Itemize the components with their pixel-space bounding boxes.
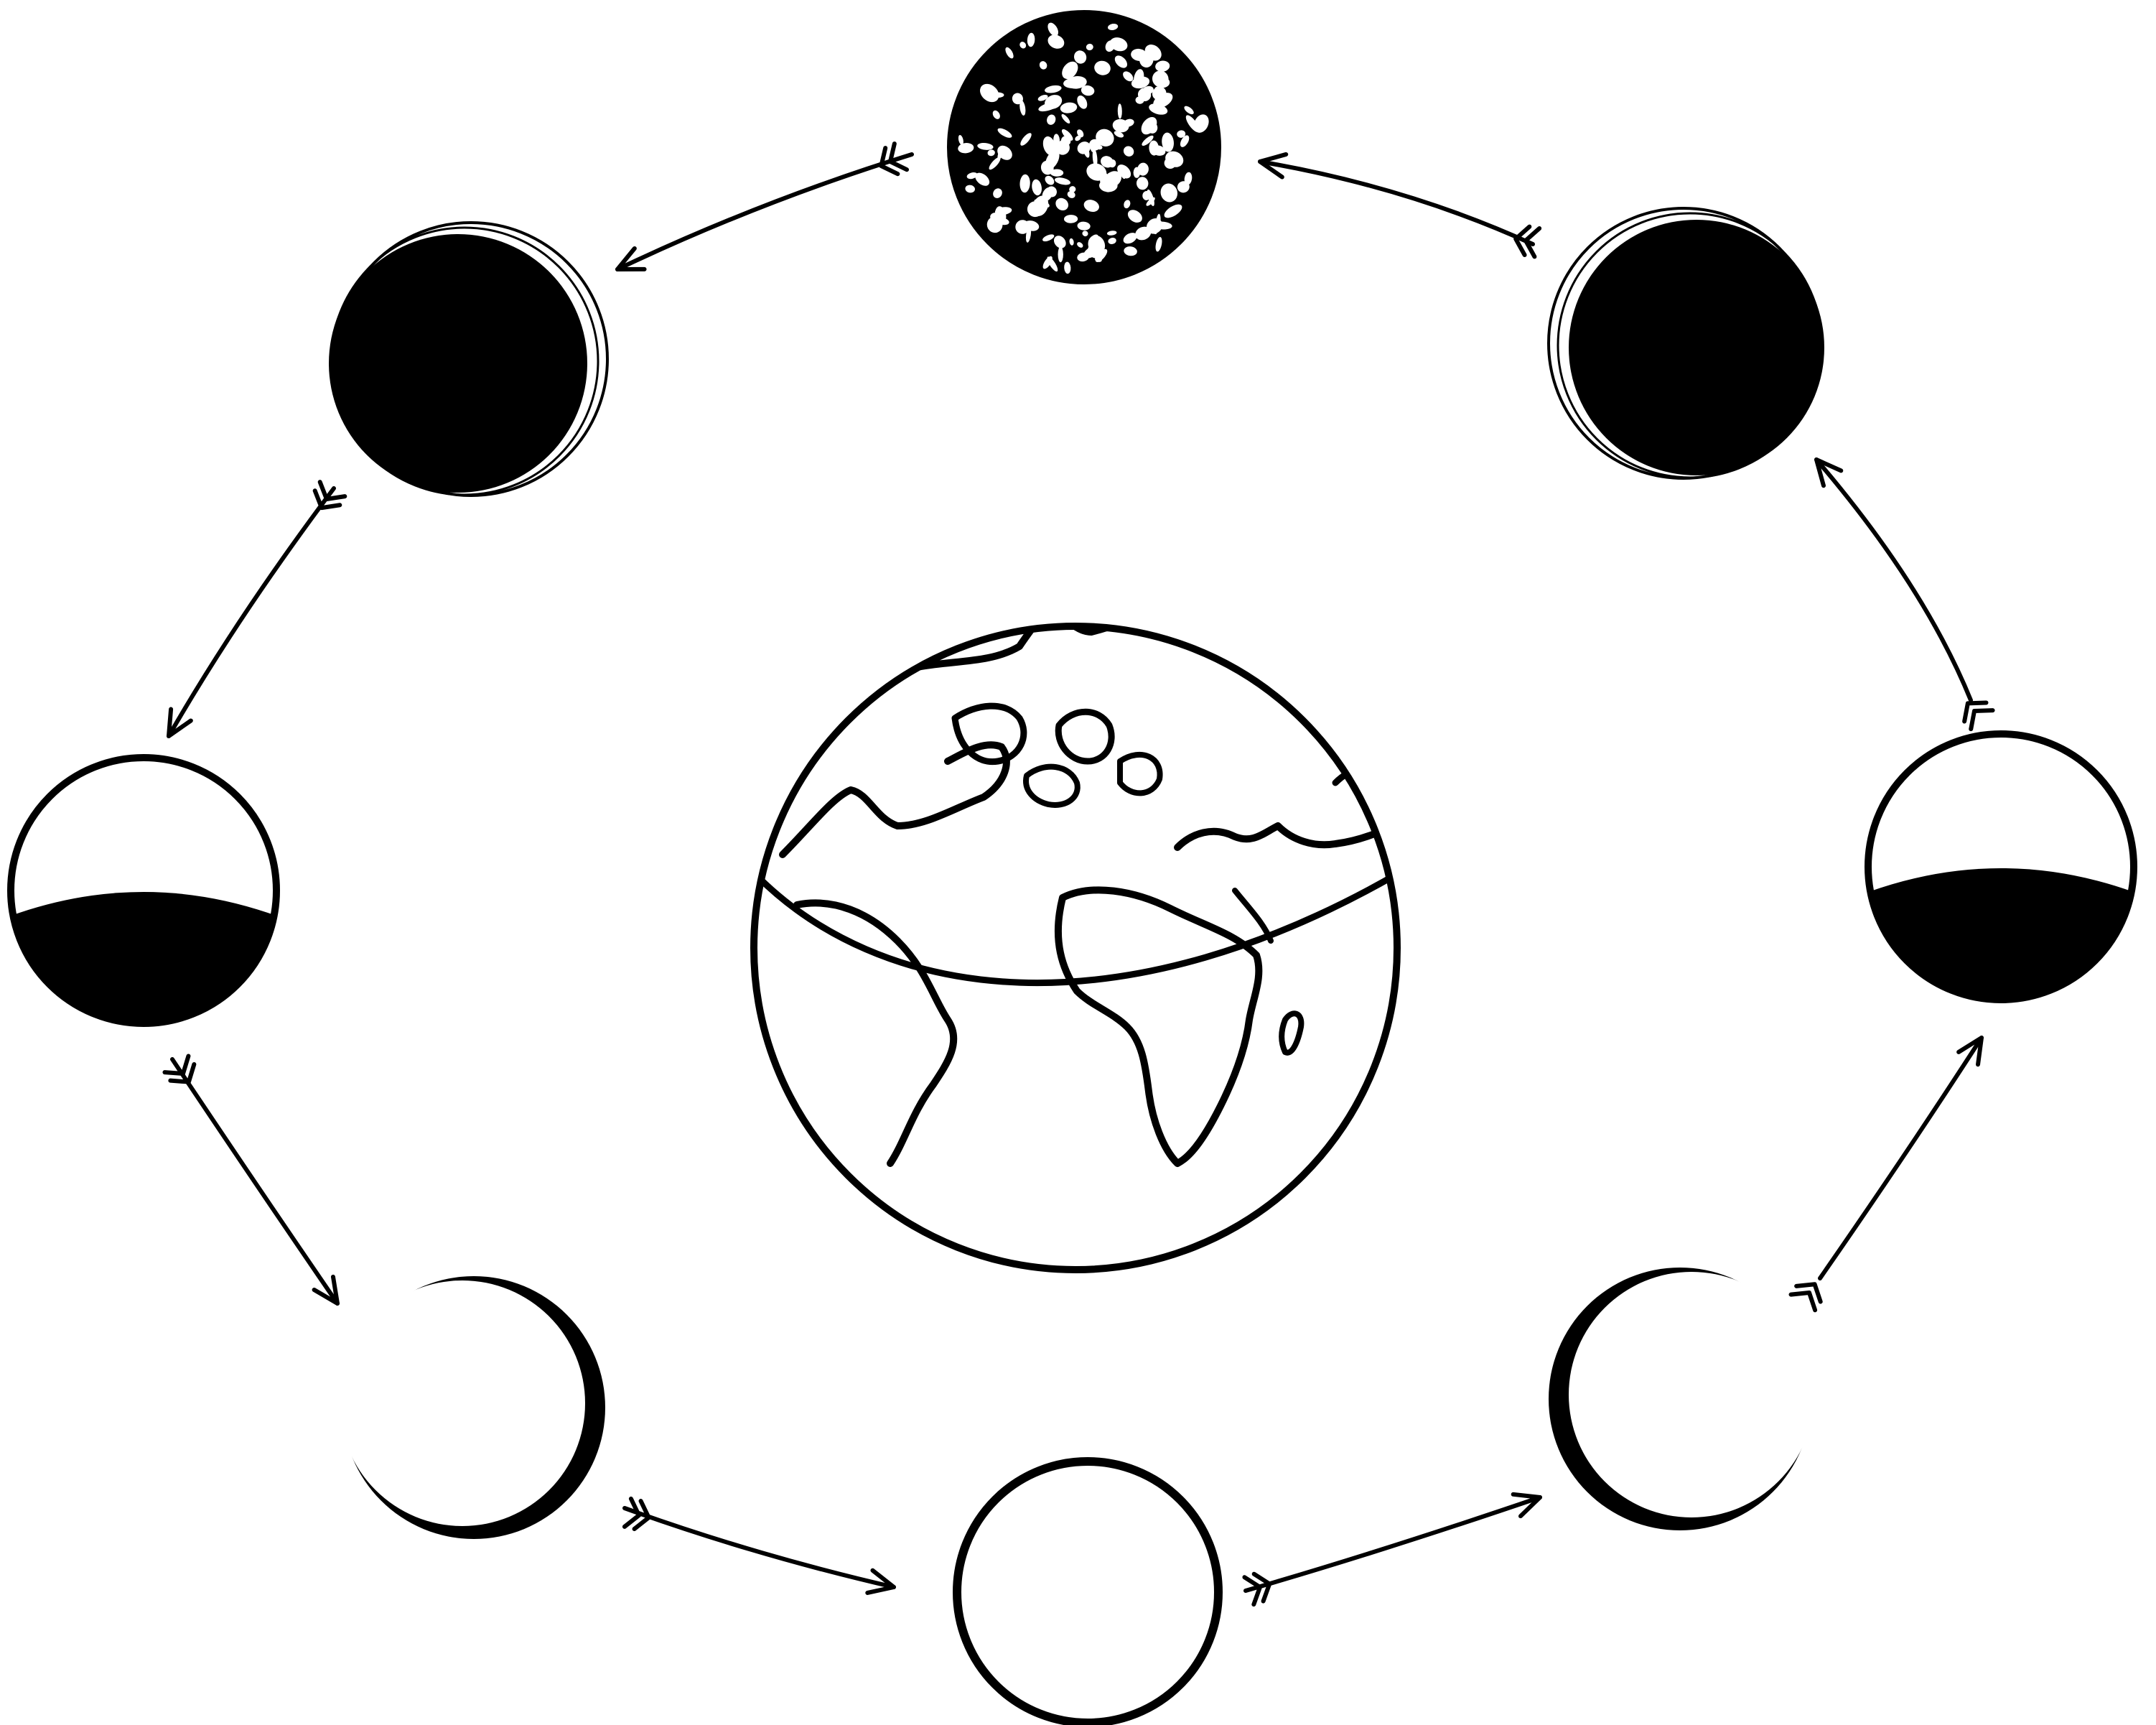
arrow-full-moon-to-waxing-gibbous: [1244, 1494, 1540, 1604]
arrow-new-moon-to-waning-crescent: [617, 144, 912, 269]
arrow-first-quarter-to-waxing-crescent: [1816, 460, 1993, 729]
waxing-gibbous-icon: [1549, 1268, 1814, 1530]
waning-gibbous-icon: [340, 1276, 605, 1539]
moon-phases: [7, 12, 2137, 1723]
new-moon-icon: [949, 12, 1219, 282]
waning-crescent-icon: [329, 223, 607, 496]
earth-globe-icon: [750, 600, 1418, 1270]
arrow-last-quarter-to-waning-gibbous: [164, 1056, 337, 1303]
arrow-waning-gibbous-to-full-moon: [625, 1499, 894, 1593]
first-quarter-icon: [1865, 734, 2137, 1003]
arrow-waning-crescent-to-last-quarter: [169, 482, 345, 736]
arrow-waxing-gibbous-to-first-quarter: [1791, 1038, 1982, 1310]
full-moon-icon: [957, 1461, 1218, 1723]
last-quarter-icon: [7, 758, 280, 1027]
waxing-crescent-icon: [1549, 208, 1824, 478]
arrow-waxing-crescent-to-new-moon: [1260, 154, 1539, 256]
